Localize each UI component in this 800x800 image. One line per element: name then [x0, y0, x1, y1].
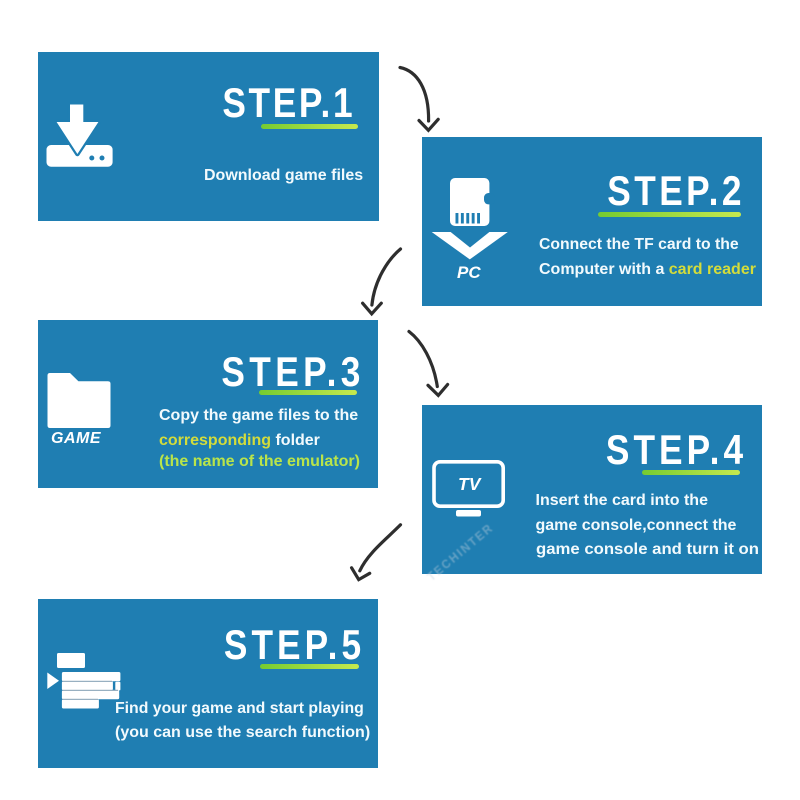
- step-4-line-2-part: game console,connect the: [535, 516, 737, 534]
- step-1-text: Download game files: [204, 168, 363, 184]
- step-2-line-2-highlight: card reader: [668, 261, 756, 278]
- arrow-step1-to-step2: [398, 65, 431, 123]
- step-1-card: STEP.1 Download game files: [38, 52, 379, 221]
- arrow-step3-to-step4: [407, 329, 439, 389]
- arrowhead-step3-to-step4: [426, 382, 450, 398]
- step-4-underline: [642, 470, 740, 475]
- game-folder-label: GAME: [51, 429, 101, 447]
- step-3-text-line-3: (the name of the emulator): [159, 454, 360, 470]
- step-4-text-line-1: Insert the card into the: [536, 493, 708, 509]
- step-5-card: STEP.5 Find your game and start playing …: [38, 599, 378, 768]
- step-2-card: STEP.2 Connect the TF card to the Comput…: [422, 137, 762, 306]
- step-3-underline: [259, 390, 357, 395]
- game-folder-icon: [47, 373, 111, 428]
- arrowhead-step1-to-step2: [417, 117, 440, 133]
- step-4-heading: STEP.4: [605, 425, 747, 473]
- step-5-heading: STEP.5: [223, 621, 365, 669]
- step-1-underline: [261, 123, 358, 129]
- step-5-underline: [260, 663, 359, 669]
- arrowhead-step4-to-step5: [350, 566, 372, 582]
- step-3-line-3-highlight: (the name of the emulator): [159, 453, 360, 471]
- tv-icon: [432, 459, 505, 517]
- step-3-text-line-2: corresponding folder: [159, 433, 320, 449]
- step-3-text-line-1: Copy the game files to the: [159, 406, 359, 424]
- step-1-heading: STEP.1: [222, 78, 355, 126]
- step-3-heading: STEP.3: [221, 348, 365, 396]
- tf-card-icon: [431, 178, 508, 260]
- step-2-heading: STEP.2: [606, 167, 745, 214]
- step-3-line-1-part: Copy the game files to the: [159, 406, 359, 424]
- step-3-card: STEP.3 Copy the game files to the corres…: [38, 320, 378, 488]
- step-2-line-2-part: Computer with a: [539, 261, 669, 278]
- step-5-text-line-1: Find your game and start playing: [115, 699, 364, 717]
- step-4-card: STEP.4 Insert the card into the game con…: [422, 405, 762, 574]
- drive-tray-shape: [46, 145, 113, 167]
- step-2-text-line-1: Connect the TF card to the: [539, 235, 739, 253]
- tv-label: TV: [458, 474, 481, 494]
- step-2-line-1-part: Connect the TF card to the: [539, 235, 739, 253]
- step-2-underline: [598, 211, 741, 217]
- step-2-text-line-2: Computer with a card reader: [539, 262, 756, 278]
- download-drive-icon: [46, 102, 113, 167]
- step-4-line-3-part: game console and turn it on: [535, 541, 759, 559]
- step-4-text-line-3: game console and turn it on: [536, 542, 759, 558]
- arrowhead-step2-to-step3: [361, 301, 383, 317]
- tf-card-pins: [455, 213, 480, 224]
- step-4-text-line-2: game console,connect the: [535, 516, 737, 534]
- step-3-line-2-part: folder: [271, 432, 320, 450]
- step-4-line-1-part: Insert the card into the: [535, 492, 708, 510]
- step-5-line-2-part: (you can use the search function): [115, 724, 371, 742]
- step-1-line-1-part: Download game files: [204, 167, 364, 185]
- arrow-step4-to-step5: [358, 523, 403, 573]
- pc-label: PC: [457, 262, 481, 282]
- arrow-step2-to-step3: [370, 247, 403, 307]
- step-5-text-line-2: (you can use the search function): [115, 725, 370, 741]
- step-3-line-2-highlight: corresponding: [159, 432, 272, 450]
- download-arrow-shape: [56, 104, 99, 154]
- step-5-line-1-part: Find your game and start playing: [115, 699, 364, 717]
- game-list-icon: [47, 653, 121, 709]
